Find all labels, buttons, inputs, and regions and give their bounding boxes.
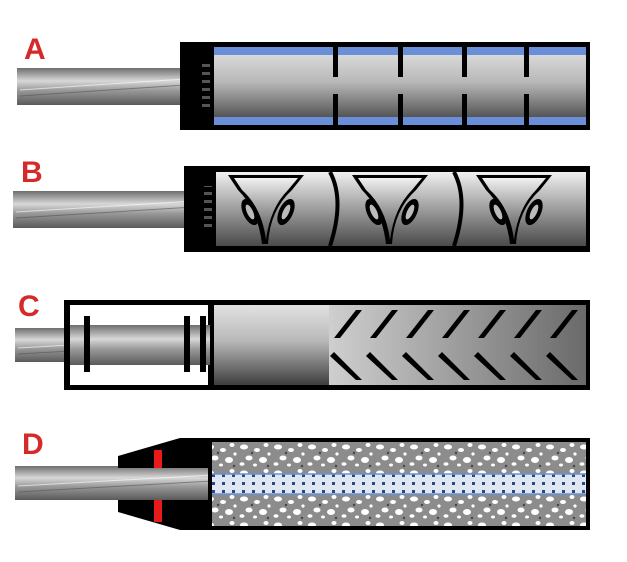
panel-a-baffles [333, 47, 529, 125]
panel-d-suppressor [15, 438, 590, 530]
panel-b-suppressor [13, 166, 590, 252]
panel-a-suppressor [17, 42, 590, 130]
panel-c-mount [64, 300, 214, 390]
panel-b-cones [228, 171, 552, 247]
panel-label-b: B [21, 156, 43, 189]
panel-d-seal-top [154, 450, 162, 468]
panel-label-c: C [18, 290, 40, 323]
panel-label-a: A [24, 33, 46, 66]
panel-d-core [212, 474, 586, 494]
panel-c-suppressor [15, 300, 590, 390]
panel-b-rod [13, 191, 213, 228]
panel-a-rod [17, 68, 202, 105]
panel-d-nozzle-bottom [118, 500, 210, 530]
panel-d-seal-bottom [154, 500, 162, 522]
panel-c-vents [330, 310, 578, 380]
panel-label-d: D [22, 428, 44, 461]
panel-d-nozzle-top [118, 438, 210, 468]
